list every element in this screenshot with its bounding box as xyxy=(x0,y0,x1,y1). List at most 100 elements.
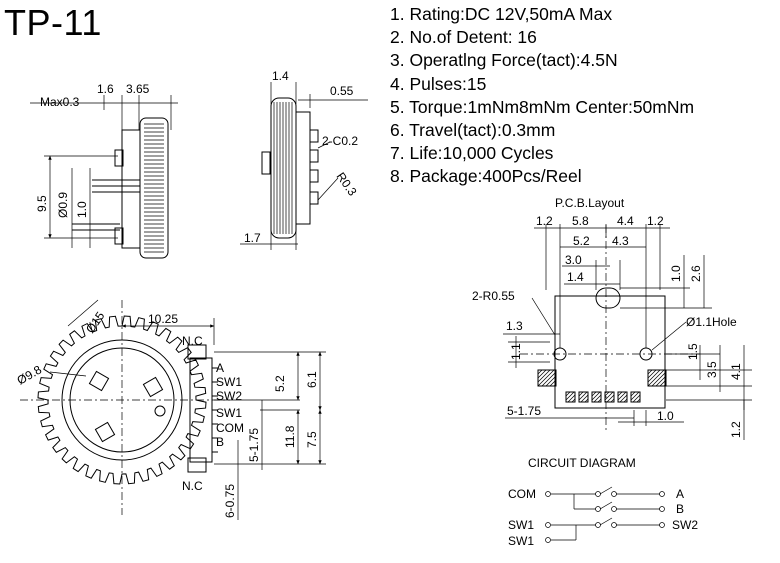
pcb-dim-3-5: 3.5 xyxy=(705,361,719,378)
pad-hatch xyxy=(593,394,602,403)
pad-hatch xyxy=(647,369,653,375)
pad-hatch xyxy=(537,369,551,383)
circuit-label-sw2: SW2 xyxy=(672,518,698,532)
circuit-diagram: CIRCUIT DIAGRAM COM A B SW1 SW1 SW2 xyxy=(508,456,698,548)
pcb-layout: P.C.B.Layout 1.2 5.8 4.4 1.2 5.2 4.3 3.0… xyxy=(472,196,752,440)
pad-hatch xyxy=(591,391,597,397)
pad-hatch xyxy=(591,391,601,401)
spec-torque: 5. Torque:1mNm8mNm Center:50mNm xyxy=(390,96,695,117)
pcb-slot xyxy=(595,287,621,309)
pad-hatch xyxy=(578,391,588,401)
pcb-dim-5-2: 5.2 xyxy=(573,234,590,248)
pcb-dim-1-2v: 1.2 xyxy=(729,421,743,438)
pcb-dim-1-4: 1.4 xyxy=(567,270,584,284)
pcb-dim-4-3: 4.3 xyxy=(612,234,629,248)
pin-b: B xyxy=(216,435,224,449)
dim-max: Max0.3 xyxy=(40,95,80,109)
pcb-hole-label: Ø1.1Hole xyxy=(686,315,737,329)
pad-hatch xyxy=(606,394,615,403)
pcb-dim-1-5: 1.5 xyxy=(686,343,700,360)
spec-list: 1. Rating:DC 12V,50mA Max 2. No.of Deten… xyxy=(390,3,694,189)
pcb-title: P.C.B.Layout xyxy=(555,196,625,210)
part-number-title: TP-11 xyxy=(4,2,102,43)
dim-9-5: 9.5 xyxy=(35,195,49,212)
side-lead-bottom xyxy=(72,223,120,231)
pcb-pad-small xyxy=(617,391,628,403)
pad-hatch xyxy=(578,391,584,397)
pad-hatch xyxy=(580,394,589,403)
pad-hatch xyxy=(549,379,557,387)
top-view: N.C N.C A SW1 SW2 SW1 COM B 10.25 Ø15 Ø9… xyxy=(15,299,326,520)
side-tab-lower xyxy=(114,227,124,245)
circuit-title: CIRCUIT DIAGRAM xyxy=(528,456,636,470)
knurled-wheel-front xyxy=(270,97,297,239)
pad-hatch xyxy=(565,391,571,397)
pad-hatch xyxy=(663,383,667,387)
pad-hatch xyxy=(537,369,555,387)
pad-hatch xyxy=(567,394,576,403)
pad-hatch xyxy=(541,371,557,387)
label-nc-bottom: N.C xyxy=(182,479,203,493)
side-body xyxy=(121,129,141,249)
dim-7-5: 7.5 xyxy=(305,431,319,448)
pad-hatch xyxy=(565,391,575,401)
side-leads xyxy=(92,179,140,193)
hub-pin xyxy=(154,405,166,417)
pcb-pad-small xyxy=(565,391,576,403)
pad-hatch xyxy=(617,391,623,397)
dim-1-7: 1.7 xyxy=(244,231,261,245)
front-body xyxy=(295,111,311,225)
spec-rating: 1. Rating:DC 12V,50mA Max xyxy=(390,4,613,24)
pad-hatch xyxy=(597,398,602,403)
front-view: 1.4 0.55 2-C0.2 R0.3 1.7 xyxy=(240,69,368,250)
nc-tab-top xyxy=(187,344,207,360)
pcb-pads xyxy=(537,369,667,403)
pcb-dim-1-2a: 1.2 xyxy=(536,214,553,228)
pad-hatch xyxy=(604,391,614,401)
dim-2-c0-2: 2-C0.2 xyxy=(322,134,358,148)
circuit-label-sw1-b: SW1 xyxy=(508,534,534,548)
pad-hatch xyxy=(545,375,557,387)
dim-6-1: 6.1 xyxy=(305,371,319,388)
circuit-label-com: COM xyxy=(508,487,536,501)
pad-hatch xyxy=(630,391,640,401)
pad-hatch xyxy=(659,379,667,387)
pad-hatch xyxy=(630,391,636,397)
pcb-dim-5-1-75: 5-1.75 xyxy=(507,404,541,418)
side-tab xyxy=(114,149,124,167)
pad-hatch xyxy=(623,398,628,403)
pad-hatch xyxy=(632,394,641,403)
pcb-dim-5-8: 5.8 xyxy=(572,214,589,228)
pad-hatch xyxy=(647,369,661,383)
pin-sw1-a: SW1 xyxy=(216,375,242,389)
dim-5-1-75: 5-1.75 xyxy=(247,428,261,462)
pad-hatch xyxy=(655,375,667,387)
pcb-dim-1-0h: 1.0 xyxy=(657,409,674,423)
contact-pad-2 xyxy=(142,376,164,398)
pcb-dim-1-1: 1.1 xyxy=(509,343,523,360)
spec-pulses: 4. Pulses:15 xyxy=(390,73,487,94)
side-view: Max0.3 1.6 3.65 9.5 Ø0.9 1.0 xyxy=(30,82,178,259)
pad-hatch xyxy=(610,398,615,403)
dim-r0-3: R0.3 xyxy=(334,170,360,199)
spec-package: 8. Package:400Pcs/Reel xyxy=(390,166,582,187)
circuit-label-a: A xyxy=(676,487,684,501)
pcb-dim-4-1: 4.1 xyxy=(729,363,743,380)
pcb-pad-small xyxy=(578,391,589,403)
dim-6-0-75: 6-0.75 xyxy=(223,484,237,518)
pad-hatch xyxy=(647,369,657,379)
pad-hatch xyxy=(537,369,547,379)
dim-1-6: 1.6 xyxy=(97,82,114,96)
pcb-dim-1-2b: 1.2 xyxy=(647,214,664,228)
spec-force: 3. Operatlng Force(tact):4.5N xyxy=(390,50,618,71)
pad-hatch xyxy=(647,369,665,387)
pad-hatch xyxy=(584,398,589,403)
front-side-lug xyxy=(261,151,271,175)
pad-hatch xyxy=(604,391,610,397)
circuit-wiring xyxy=(545,486,665,543)
pad-hatch xyxy=(617,391,627,401)
pad-hatch xyxy=(636,398,641,403)
nc-tab-bottom xyxy=(187,457,207,473)
pcb-pad-small xyxy=(604,391,615,403)
